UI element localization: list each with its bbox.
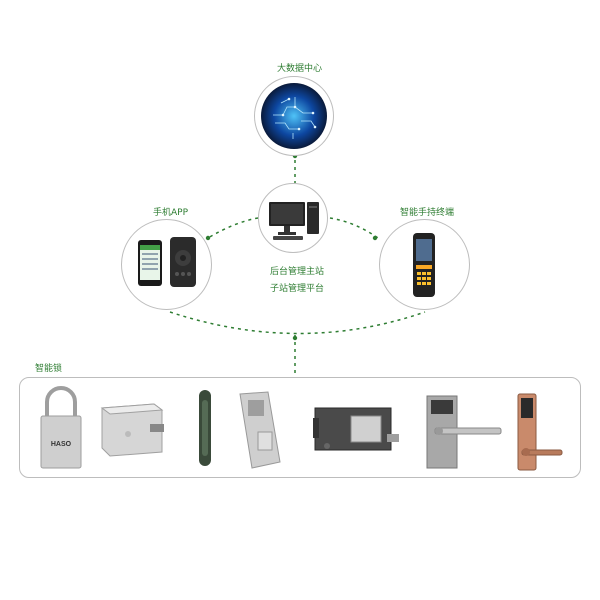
handheld-terminal-icon [413, 233, 435, 297]
mobile-app-node [121, 219, 212, 310]
hotel-lock-silver-icon [426, 395, 502, 469]
hotel-lock-copper-icon [517, 393, 563, 471]
connector-dot [292, 335, 298, 341]
backend-main-label: 后台管理主站 [269, 267, 324, 277]
desktop-computer-icon [269, 202, 319, 240]
connector-dot [205, 235, 211, 241]
connector-backend-handheld [329, 217, 379, 239]
padlock-icon: HASO [40, 386, 82, 469]
padlock-brand: HASO [51, 441, 72, 448]
handle-lock-icon [199, 390, 211, 466]
mobile-app-label: 手机APP [153, 208, 189, 218]
box-lock-icon [100, 403, 164, 457]
connector-backend-app [207, 217, 259, 239]
connector-dot [372, 235, 378, 241]
brain-circuit-icon [261, 83, 327, 149]
backend-node [258, 183, 328, 253]
backend-sub-label: 子站管理平台 [269, 284, 324, 294]
smartphone-icon [138, 237, 196, 287]
big-data-label: 大数据中心 [277, 64, 323, 74]
rim-lock-icon [313, 407, 399, 451]
smart-lock-label: 智能锁 [35, 364, 63, 374]
connector-arc [169, 311, 426, 335]
big-data-node [254, 76, 334, 156]
handheld-node [379, 219, 470, 310]
handheld-label: 智能手持终端 [400, 208, 455, 218]
cabinet-lock-icon [239, 391, 281, 469]
